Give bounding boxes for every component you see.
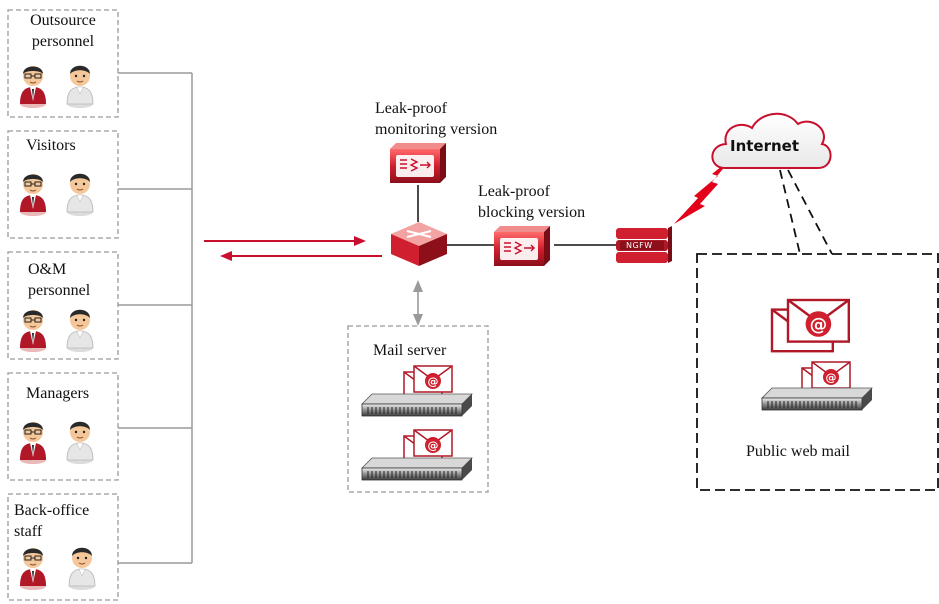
person-icon-white <box>66 309 94 353</box>
person-icon-white <box>66 173 94 217</box>
lightning-icon <box>674 158 732 224</box>
group-box-backoffice <box>7 493 119 601</box>
switch-icon <box>391 222 447 266</box>
mail-icon <box>403 429 453 463</box>
group-label-om: O&M personnel <box>28 261 91 299</box>
webmail-server-icon <box>761 387 873 411</box>
mail-icon <box>403 365 453 399</box>
person-icon-red <box>19 547 47 591</box>
group-label-managers: Managers <box>26 385 90 402</box>
blocking-appliance-icon <box>493 225 551 267</box>
group-connector-bracket <box>118 72 193 564</box>
internet-links <box>779 169 833 255</box>
person-icon-white <box>66 421 94 465</box>
group-box-managers <box>7 372 119 481</box>
monitoring-appliance-icon <box>389 142 447 184</box>
server-icon <box>361 457 473 481</box>
person-icon-red <box>19 173 47 217</box>
mail-server-box <box>347 325 489 493</box>
ngfw-icon <box>616 226 672 263</box>
person-icon-red <box>19 309 47 353</box>
group-box-outsource <box>7 9 119 118</box>
mail-server-label: Mail server <box>373 342 447 359</box>
person-icon-red <box>19 421 47 465</box>
server-icon <box>361 393 473 417</box>
webmail-icon-large <box>770 298 850 353</box>
internet-label: Internet <box>730 137 800 155</box>
group-label-visitors: Visitors <box>26 137 76 154</box>
public-web-mail-label: Public web mail <box>746 443 850 460</box>
person-icon-red <box>19 65 47 109</box>
group-label-outsource: Outsource personnel <box>30 12 96 50</box>
traffic-arrows <box>204 236 382 261</box>
public-mail-box <box>696 253 939 491</box>
arrow-up-icon <box>413 280 423 292</box>
arrow-down-icon <box>413 314 423 326</box>
person-icon-white <box>68 547 96 591</box>
group-box-visitors <box>7 130 119 239</box>
ngfw-label: NGFW <box>626 241 653 250</box>
cloud-icon <box>711 112 832 169</box>
person-icon-white <box>66 65 94 109</box>
monitoring-version-label: Leak-proof monitoring version <box>375 100 498 138</box>
group-label-backoffice: Back-office staff <box>14 502 90 540</box>
blocking-version-label: Leak-proof blocking version <box>478 183 586 221</box>
